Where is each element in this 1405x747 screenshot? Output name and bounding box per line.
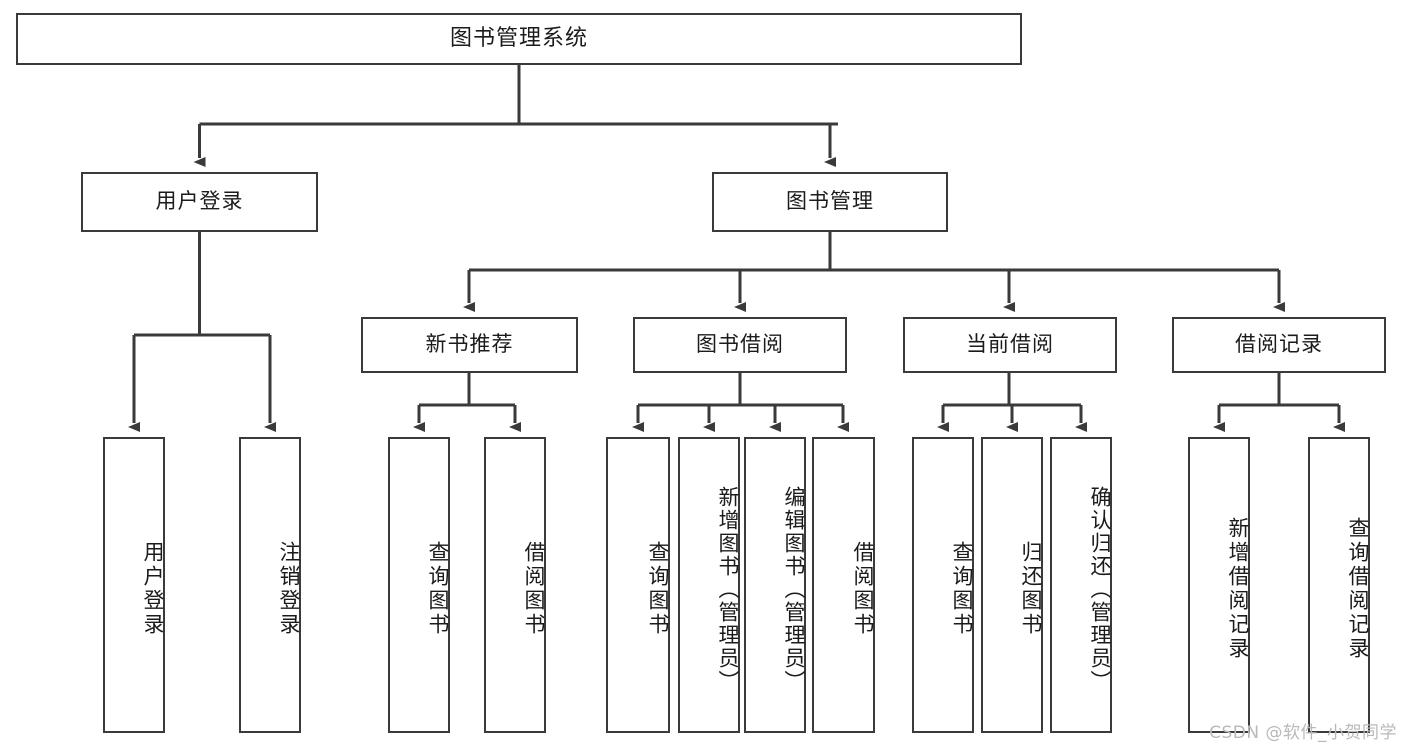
leaf-add-borrow-record-label: 新增借阅记录 <box>1226 517 1250 661</box>
leaf-query-book-newbook-label: 查询图书 <box>426 541 450 637</box>
leaf-user-login[interactable]: 用户登录 <box>103 437 165 733</box>
leaf-add-book-admin[interactable]: 新增图书（管理员） <box>678 437 740 733</box>
leaf-lend-book[interactable]: 借阅图书 <box>812 437 875 733</box>
node-user-login-label: 用户登录 <box>155 189 244 214</box>
leaf-borrow-book-newbook[interactable]: 借阅图书 <box>484 437 546 733</box>
node-borrow-records[interactable]: 借阅记录 <box>1172 317 1386 373</box>
node-root[interactable]: 图书管理系统 <box>16 13 1022 65</box>
node-current-borrow-label: 当前借阅 <box>966 332 1054 357</box>
leaf-add-borrow-record[interactable]: 新增借阅记录 <box>1188 437 1250 733</box>
leaf-query-borrow-record-label: 查询借阅记录 <box>1346 517 1370 661</box>
leaf-user-login-label: 用户登录 <box>141 541 165 637</box>
leaf-logout[interactable]: 注销登录 <box>239 437 301 733</box>
leaf-logout-label: 注销登录 <box>277 541 301 637</box>
leaf-add-book-admin-label: 新增图书（管理员） <box>716 485 740 693</box>
leaf-borrow-book-newbook-label: 借阅图书 <box>522 541 546 637</box>
leaf-query-book-current-label: 查询图书 <box>950 541 974 637</box>
leaf-confirm-return-admin-label: 确认归还（管理员） <box>1088 485 1112 693</box>
node-new-book-recommend[interactable]: 新书推荐 <box>361 317 578 373</box>
node-borrow-records-label: 借阅记录 <box>1235 332 1323 357</box>
node-new-book-recommend-label: 新书推荐 <box>425 332 514 357</box>
leaf-return-book[interactable]: 归还图书 <box>981 437 1043 733</box>
leaf-edit-book-admin[interactable]: 编辑图书（管理员） <box>744 437 806 733</box>
node-book-borrow-label: 图书借阅 <box>696 332 784 357</box>
leaf-return-book-label: 归还图书 <box>1019 541 1043 637</box>
leaf-query-book-newbook[interactable]: 查询图书 <box>388 437 450 733</box>
leaf-query-borrow-record[interactable]: 查询借阅记录 <box>1308 437 1370 733</box>
csdn-watermark: CSDN @软件_小贺同学 <box>1209 723 1397 743</box>
node-current-borrow[interactable]: 当前借阅 <box>903 317 1117 373</box>
leaf-query-book-current[interactable]: 查询图书 <box>912 437 974 733</box>
leaf-query-book-borrow-label: 查询图书 <box>646 541 670 637</box>
node-user-login[interactable]: 用户登录 <box>81 172 318 232</box>
node-book-borrow[interactable]: 图书借阅 <box>633 317 847 373</box>
node-root-label: 图书管理系统 <box>449 25 588 51</box>
leaf-lend-book-label: 借阅图书 <box>851 541 875 637</box>
leaf-confirm-return-admin[interactable]: 确认归还（管理员） <box>1050 437 1112 733</box>
leaf-edit-book-admin-label: 编辑图书（管理员） <box>782 485 806 693</box>
node-book-management-label: 图书管理 <box>786 189 874 214</box>
leaf-query-book-borrow[interactable]: 查询图书 <box>606 437 670 733</box>
node-book-management[interactable]: 图书管理 <box>712 172 948 232</box>
